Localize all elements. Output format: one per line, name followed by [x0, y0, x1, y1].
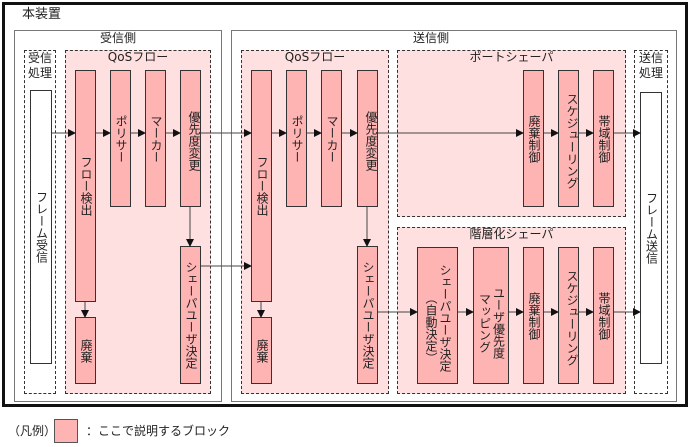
- tx-flow-detect-block: フロー検出: [251, 70, 272, 302]
- rx-flow-detect-label: フロー検出: [79, 156, 93, 216]
- receive-side-title: 受信側: [99, 31, 136, 45]
- receive-processing-title: 受信処理: [27, 51, 52, 80]
- receive-processing-zone: [24, 50, 56, 394]
- tx-discard-block: 廃棄: [251, 317, 272, 384]
- rx-priority-change-label: 優先度変更: [187, 110, 201, 171]
- rx-marker-block: マーカー: [145, 70, 166, 207]
- port-bandwidth-control-label: 帯域制御: [597, 114, 611, 163]
- tx-marker-label: マーカー: [325, 114, 339, 163]
- frame-send-block: フレーム送信: [640, 92, 662, 364]
- tx-marker-block: マーカー: [321, 70, 342, 207]
- user-priority-mapping-block: ユーザ優先度 マッピング: [473, 247, 509, 384]
- tx-flow-detect-label: フロー検出: [255, 156, 269, 216]
- tx-priority-change-block: 優先度変更: [357, 70, 378, 207]
- frame-receive-block: フレーム受信: [30, 90, 52, 364]
- hierarchical-shaper-title: 階層化シェーパ: [469, 227, 554, 241]
- user-priority-label: ユーザ優先度: [491, 286, 506, 359]
- tx-policer-block: ポリサー: [286, 70, 307, 207]
- rx-shaper-user-block: シェーパユーザ決定: [180, 246, 201, 384]
- legend-swatch: [54, 419, 78, 443]
- device-frame: [2, 2, 688, 407]
- frame-receive-label: フレーム受信: [34, 191, 49, 263]
- frame-send-label: フレーム送信: [644, 192, 659, 264]
- port-bandwidth-control-block: 帯域制御: [593, 70, 614, 207]
- tx-discard-label: 廃棄: [255, 338, 269, 363]
- auto-decision-label: （自動決定）: [424, 291, 438, 364]
- send-side-title: 送信側: [412, 31, 449, 45]
- port-scheduling-label: スケジューリング: [565, 92, 579, 189]
- shaper-user-auto-label: シェーパユーザ決定: [438, 263, 452, 372]
- send-qos-flow-title: QoSフロー: [284, 50, 346, 64]
- hier-bandwidth-control-label: 帯域制御: [597, 291, 611, 340]
- port-discard-control-block: 廃棄制御: [523, 70, 544, 207]
- rx-marker-label: マーカー: [149, 114, 163, 163]
- rx-discard-label: 廃棄: [79, 338, 93, 363]
- rx-flow-detect-block: フロー検出: [75, 70, 96, 302]
- port-scheduling-block: スケジューリング: [558, 70, 579, 207]
- device-title: 本装置: [22, 7, 62, 22]
- port-shaper-title: ポートシェーパ: [469, 50, 554, 64]
- rx-shaper-user-label: シェーパユーザ決定: [184, 261, 198, 369]
- mapping-label: マッピング: [477, 292, 492, 353]
- tx-priority-change-label: 優先度変更: [364, 110, 378, 171]
- tx-shaper-user-block: シェーパユーザ決定: [357, 246, 378, 384]
- hier-scheduling-block: スケジューリング: [558, 247, 579, 384]
- hier-scheduling-label: スケジューリング: [565, 269, 579, 366]
- send-processing-title: 送信処理: [638, 51, 663, 80]
- rx-priority-change-block: 優先度変更: [180, 70, 201, 207]
- rx-policer-label: ポリサー: [114, 114, 128, 163]
- legend-prefix: （凡例）: [8, 424, 57, 438]
- send-processing-zone: [634, 50, 668, 394]
- tx-policer-label: ポリサー: [290, 114, 304, 163]
- tx-shaper-user-label: シェーパユーザ決定: [361, 261, 375, 369]
- legend-text: ：ここで説明するブロック: [86, 424, 231, 438]
- port-discard-control-label: 廃棄制御: [527, 114, 541, 163]
- rx-policer-block: ポリサー: [110, 70, 131, 207]
- hier-discard-control-label: 廃棄制御: [527, 291, 541, 340]
- receive-qos-flow-title: QoSフロー: [107, 50, 169, 64]
